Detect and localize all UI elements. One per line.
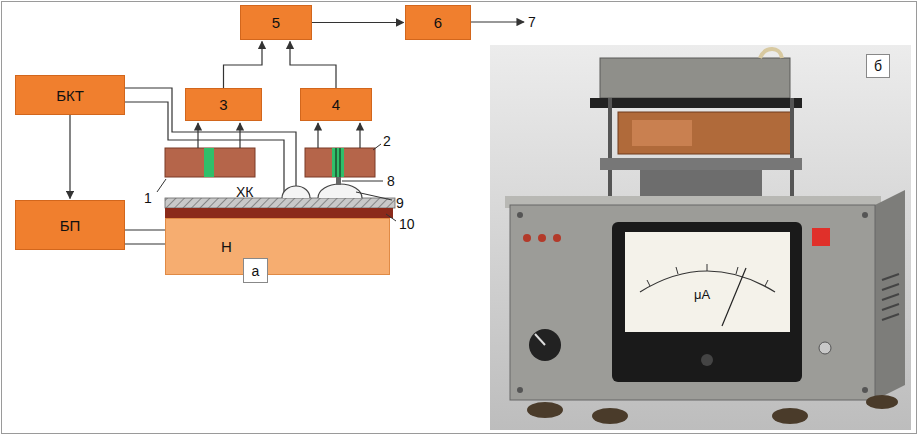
leader-line [342,181,383,182]
vent-slot [882,314,899,320]
vent-slot [882,274,899,280]
screw [862,387,868,393]
callout-number: 7 [528,14,536,30]
sensor-1 [165,148,255,177]
connector [69,115,70,199]
cable [760,49,782,58]
control-box: БКТ [15,75,125,115]
node-text: 3 [219,96,227,113]
lower-plate [600,158,802,170]
foot [592,408,628,424]
base-block [640,170,762,200]
toggle-switch [819,342,831,354]
scale-tick [647,280,650,286]
copper-block [618,112,792,154]
panel-letter: б [866,54,890,78]
heater-block: Н [165,218,390,275]
scale-tick [707,264,708,271]
connector [224,42,263,89]
sensor-stripe-line [335,148,337,177]
node-text: БКТ [56,87,84,104]
unit-label: μA [694,287,710,303]
signal-arrow [239,123,240,148]
indicator-lamp [553,234,561,242]
callout-number: 2 [383,133,391,149]
thermocouple-wire [125,88,296,186]
coating-layer [165,198,395,208]
node-text: 4 [332,96,340,113]
scale-tick [765,280,768,286]
power-box: БП [15,200,125,250]
sensor-2 [305,148,375,177]
screw [517,212,523,218]
panel-letter: а [243,258,268,283]
process-box: 3 [185,88,262,121]
photo-background [490,45,911,430]
signal-arrow [197,123,198,148]
process-box: 6 [405,5,471,40]
process-box: 4 [300,88,372,121]
node-text: Н [221,238,232,255]
junction-label: ХК [236,184,254,200]
callout-number: 9 [396,195,404,211]
node-text: б [874,58,882,74]
probe-rod [336,177,341,185]
foot [772,408,808,424]
clamp-band [590,98,802,108]
connector [125,243,165,244]
contact-pad [318,184,362,198]
sensor-stripe [204,148,214,177]
zero-adjust [701,354,713,366]
vent-slot [882,304,899,310]
node-text: БП [60,217,81,234]
node-text: а [252,263,260,279]
node-text: 6 [434,14,442,31]
indicator-lamp [523,234,531,242]
intermediate-layer [165,208,393,218]
upper-plate [600,58,790,98]
screw [517,387,523,393]
support-rod [790,98,794,200]
copper-highlight [632,120,692,146]
scale-tick [676,267,678,274]
output-arrow [471,21,524,22]
range-knob [529,329,561,361]
callout-number: 10 [399,216,415,232]
vent-slot [882,284,899,290]
connector [290,42,336,89]
front-panel [510,205,875,400]
meter-bezel [612,222,802,382]
node-text: 5 [272,14,280,31]
scale-tick [736,267,738,274]
housing-side [875,190,905,400]
foot [527,402,563,418]
connector [312,22,404,23]
callout-number: 1 [144,190,152,206]
meter-needle [722,268,746,326]
support-rod [608,98,612,200]
power-button [812,228,830,246]
vent-slot [882,294,899,300]
process-box: 5 [240,5,312,40]
knob-pointer [535,334,545,345]
leader-line [157,179,166,192]
sensor-stripe [332,148,344,177]
connector [125,229,165,230]
thermocouple-junction [282,186,310,198]
signal-arrow [359,123,360,148]
sensor-stripe-line [339,148,341,177]
leader-line [356,192,392,200]
screw [862,212,868,218]
instrument-photo [490,45,911,430]
meter-face [625,232,790,332]
signal-arrow [317,123,318,148]
indicator-lamp [538,234,546,242]
foot [866,395,898,409]
callout-number: 8 [387,173,395,189]
leader-line [373,144,381,150]
